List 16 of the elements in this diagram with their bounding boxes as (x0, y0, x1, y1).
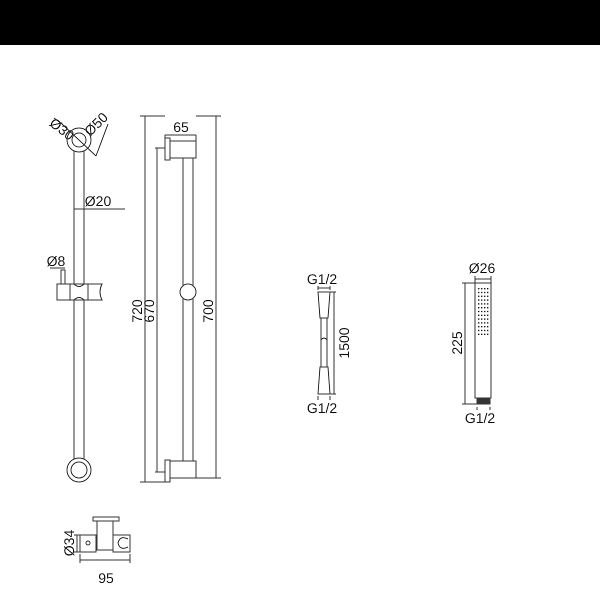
dimension-label: Ø26 (468, 261, 496, 275)
dimension-label: Ø30 (47, 115, 77, 143)
dimension-label: G1/2 (464, 411, 496, 425)
dimension-label: 225 (450, 331, 464, 355)
dimension-label: Ø20 (84, 194, 112, 208)
dimension-label: G1/2 (306, 401, 338, 415)
dimension-label: 700 (201, 299, 215, 323)
dimension-label: G1/2 (306, 272, 338, 286)
dimension-label: Ø50 (82, 110, 110, 138)
dimension-label: Ø8 (46, 254, 66, 268)
dimension-label: 95 (98, 571, 114, 585)
dimension-label: 720 (130, 299, 144, 323)
dimension-label: 1500 (337, 327, 351, 359)
dimension-label: 670 (142, 299, 156, 323)
dimension-label: 65 (173, 120, 189, 134)
dimension-label: Ø34 (62, 530, 76, 556)
